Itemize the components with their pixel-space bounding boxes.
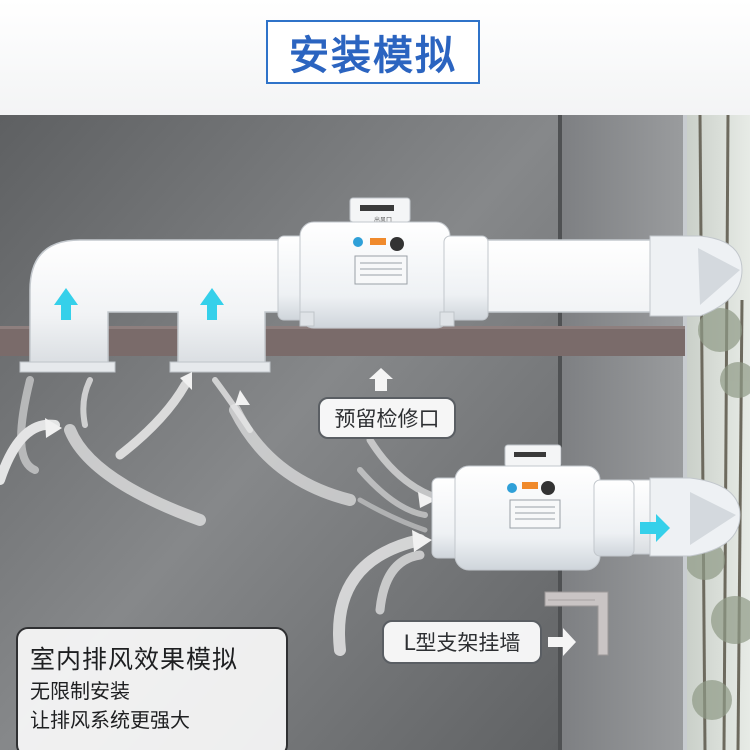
right-arrow-icon: [640, 514, 670, 542]
caption-title: 室内排风效果模拟: [30, 645, 239, 674]
page-title: 安装模拟: [289, 33, 457, 79]
wall-edge: [558, 115, 562, 750]
fan-label: 出风口: [374, 216, 392, 224]
column-wall: [560, 115, 685, 750]
title-box: 安装模拟: [266, 20, 480, 84]
l-bracket-label: L型支架挂墙: [382, 620, 542, 664]
access-port-label: 预留检修口: [318, 397, 456, 439]
lower-fan-assembly: [431, 444, 741, 656]
window-frame: [683, 115, 687, 750]
effect-caption: 室内排风效果模拟 无限制安装 让排风系统更强大: [16, 627, 288, 750]
ceiling-slab: [0, 326, 685, 356]
caption-line-2: 让排风系统更强大: [30, 708, 190, 732]
pointer-arrow-icon: [369, 368, 393, 391]
caption-line-1: 无限制安装: [30, 679, 130, 703]
installation-scene: 出风口: [0, 115, 750, 750]
header-band: 安装模拟: [0, 0, 750, 115]
pointer-arrow-icon: [548, 628, 576, 656]
airflow-arrow-heads: [45, 372, 436, 552]
tree-foliage: [685, 308, 750, 720]
upper-fan: 出风口: [277, 197, 489, 329]
up-arrow-icon: [54, 288, 224, 320]
